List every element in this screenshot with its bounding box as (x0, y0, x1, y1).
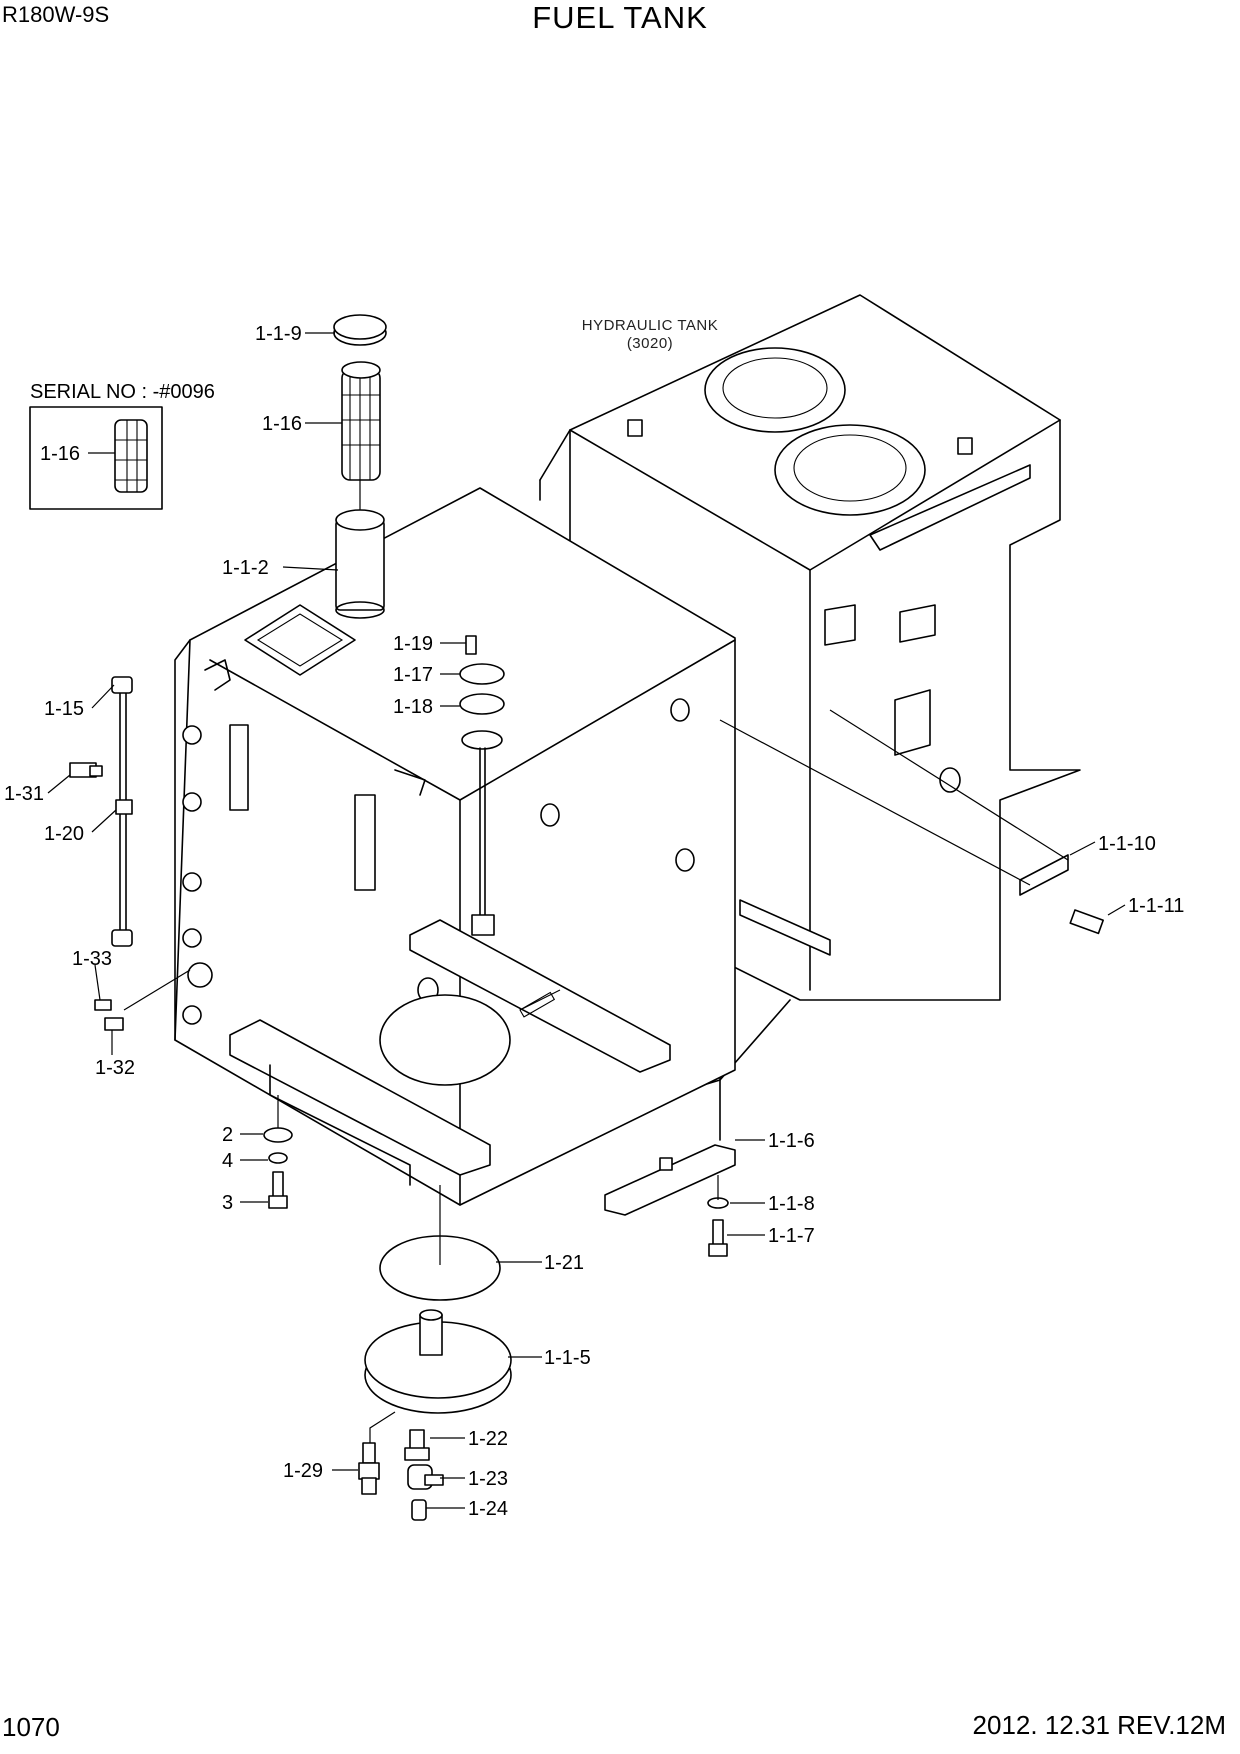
callout-1-19: 1-19 (393, 633, 433, 655)
strainer-old-icon (114, 419, 148, 493)
callout-4: 4 (222, 1150, 233, 1172)
callout-1-17: 1-17 (393, 664, 433, 686)
callout-1-23: 1-23 (468, 1468, 508, 1490)
hydraulic-tank (539, 294, 1081, 1141)
callout-3: 3 (222, 1192, 233, 1214)
leader-lines (47, 332, 1126, 1509)
fuel-tank-body (174, 487, 736, 1206)
filler-cap-icon (333, 314, 387, 346)
level-gauge-icon (459, 635, 505, 936)
callout-1-15: 1-15 (44, 698, 84, 720)
callout-1-20: 1-20 (44, 823, 84, 845)
serial-part-label: 1-16 (40, 443, 80, 465)
level-tube-icon (111, 676, 133, 947)
mount-bracket-icon (1019, 854, 1104, 935)
callout-1-29: 1-29 (283, 1460, 323, 1482)
callout-1-1-8: 1-1-8 (768, 1193, 815, 1215)
callout-1-1-11: 1-1-11 (1128, 895, 1184, 917)
serial-caption: SERIAL NO : -#0096 (30, 381, 215, 403)
page-number: 1070 (2, 1712, 60, 1742)
callout-1-24: 1-24 (468, 1498, 508, 1520)
fitting-1-33-icon (94, 999, 124, 1031)
revision-date: 2012. 12.31 REV.12M (972, 1710, 1226, 1740)
bottom-cover-icon (364, 1309, 512, 1414)
callout-2: 2 (222, 1124, 233, 1146)
callout-1-31: 1-31 (4, 783, 44, 805)
serial-inset-box (29, 406, 163, 510)
support-bracket-icon (604, 1144, 736, 1257)
callout-1-1-10: 1-1-10 (1098, 833, 1156, 855)
callout-1-1-5: 1-1-5 (544, 1347, 591, 1369)
callout-1-1-7: 1-1-7 (768, 1225, 815, 1247)
callout-1-1-6: 1-1-6 (768, 1130, 815, 1152)
callout-1-16: 1-16 (262, 413, 302, 435)
model-number: R180W-9S (2, 2, 110, 27)
callout-1-32: 1-32 (95, 1057, 135, 1079)
page-title: FUEL TANK (532, 0, 708, 35)
callout-1-21: 1-21 (544, 1252, 584, 1274)
hydraulic-tank-code: (3020) (627, 335, 673, 352)
strainer-icon (341, 361, 381, 481)
callout-1-18: 1-18 (393, 696, 433, 718)
hydraulic-tank-label: HYDRAULIC TANK (582, 317, 718, 334)
callout-1-22: 1-22 (468, 1428, 508, 1450)
drain-valve-icon (404, 1429, 444, 1521)
callout-1-1-2: 1-1-2 (222, 557, 269, 579)
callout-1-1-9: 1-1-9 (255, 323, 302, 345)
drain-plug-icon (358, 1442, 380, 1495)
callout-1-33: 1-33 (72, 948, 112, 970)
bolt-washer-stack-icon (263, 1127, 293, 1209)
fitting-1-31-icon (69, 762, 103, 778)
